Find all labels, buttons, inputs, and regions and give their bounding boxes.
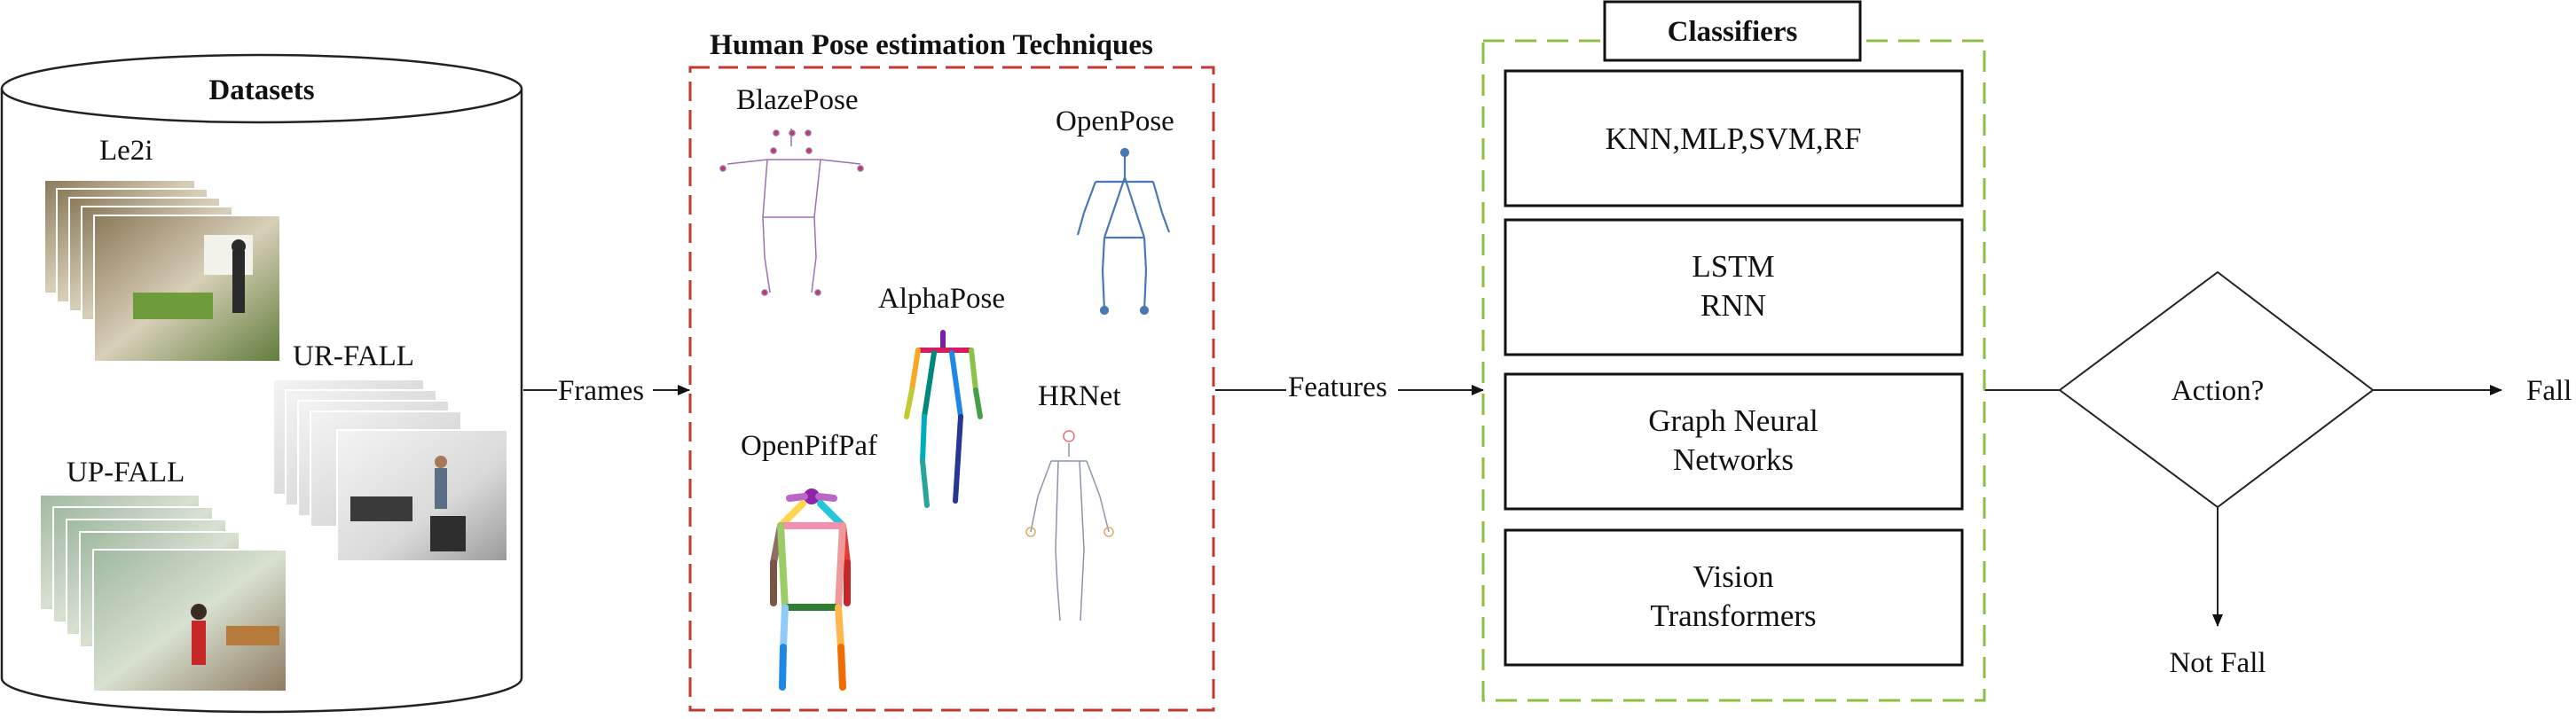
skeleton-icon xyxy=(904,330,983,508)
classifiers-title: Classifiers xyxy=(1668,16,1798,48)
pose-panel-border xyxy=(688,66,1215,712)
dataset-label-up-fall: UP-FALL xyxy=(67,457,185,488)
decision-fall-label: Fall xyxy=(2526,375,2572,407)
classifier-line: LSTM xyxy=(1692,249,1774,284)
method-label-hrnet: HRNet xyxy=(1038,380,1121,412)
classifier-line: KNN,MLP,SVM,RF xyxy=(1606,121,1862,156)
features-label: Features xyxy=(1288,371,1387,403)
classifier-line: Networks xyxy=(1673,442,1794,477)
features-connector: Features xyxy=(1215,371,1484,403)
decision-not-fall-label: Not Fall xyxy=(2169,647,2266,679)
classifiers-title-box xyxy=(1603,0,1862,62)
classifier-box-knn: KNN,MLP,SVM,RF xyxy=(1504,69,1964,207)
skeleton-icon xyxy=(1076,147,1171,316)
pose-techniques-panel: Human Pose estimation Techniques BlazePo… xyxy=(688,29,1215,712)
skeleton-icon xyxy=(1025,430,1114,621)
skeleton-icon xyxy=(770,488,851,691)
skeleton-icon xyxy=(719,129,864,296)
classifier-box-vit: Vision Transformers xyxy=(1504,528,1964,667)
method-label-openpose: OpenPose xyxy=(1056,106,1174,137)
classifiers-panel: Classifiers KNN,MLP,SVM,RF LSTM RNN Grap… xyxy=(1481,0,1986,702)
image-stack-icon xyxy=(272,379,508,562)
frames-connector: Frames xyxy=(523,375,690,407)
method-label-alphapose: AlphaPose xyxy=(878,283,1005,315)
frames-label: Frames xyxy=(558,375,644,407)
decision-block: Action? Fall Not Fall xyxy=(1985,270,2572,679)
pose-panel-title: Human Pose estimation Techniques xyxy=(710,29,1153,61)
classifier-box-lstm: LSTM RNN xyxy=(1504,218,1964,356)
cylinder-top xyxy=(0,53,523,124)
method-label-blazepose: BlazePose xyxy=(736,84,858,116)
classifiers-panel-border xyxy=(1481,39,1986,702)
classifier-line: Transformers xyxy=(1650,598,1816,633)
classifier-line: Graph Neural xyxy=(1648,403,1818,438)
dataset-label-ur-fall: UR-FALL xyxy=(293,340,414,372)
classifier-box-gnn: Graph Neural Networks xyxy=(1504,372,1964,511)
datasets-title: Datasets xyxy=(208,74,314,106)
datasets-cylinder: Datasets Le2i UR-FALL UP xyxy=(0,53,523,714)
image-stack-icon xyxy=(43,179,281,363)
method-label-openpifpaf: OpenPifPaf xyxy=(741,430,877,462)
image-stack-icon xyxy=(39,494,287,692)
dataset-label-le2i: Le2i xyxy=(99,135,153,167)
classifier-line: RNN xyxy=(1700,288,1766,323)
decision-question: Action? xyxy=(2172,375,2264,407)
classifier-line: Vision xyxy=(1692,559,1773,594)
